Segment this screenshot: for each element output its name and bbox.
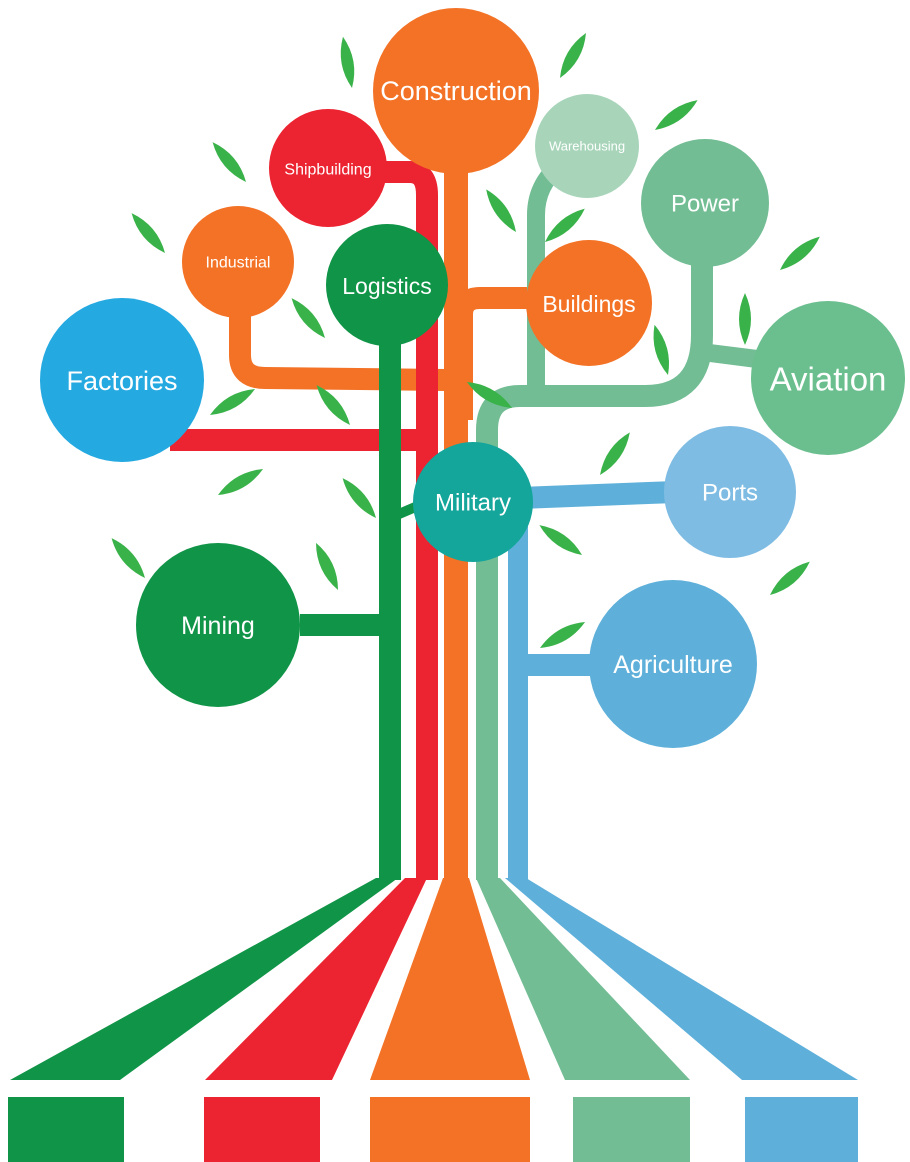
node-industrial-label: Industrial	[206, 255, 271, 272]
root-sage	[476, 878, 690, 1080]
leaf	[291, 298, 325, 338]
node-power-label: Power	[671, 191, 739, 218]
node-mining-circle	[136, 543, 300, 707]
legend-swatch-red	[204, 1097, 320, 1162]
node-shipbuilding-circle	[269, 109, 387, 227]
leaf	[316, 542, 338, 590]
root-dark-green	[10, 878, 398, 1080]
node-logistics[interactable]: Logistics	[326, 224, 448, 346]
branch-orange-industrial	[229, 290, 446, 391]
leaves	[111, 32, 820, 648]
leaf	[770, 561, 810, 595]
node-industrial-circle	[182, 206, 294, 318]
node-industrial[interactable]: Industrial	[182, 206, 294, 318]
leaf	[560, 32, 586, 78]
root-orange	[370, 878, 530, 1080]
node-ports-circle	[664, 426, 796, 558]
legend-swatch-sage	[573, 1097, 690, 1162]
node-construction-circle	[373, 8, 539, 174]
leaf	[340, 36, 355, 88]
leaf	[545, 208, 585, 242]
node-buildings[interactable]: Buildings	[526, 240, 652, 366]
leaf	[212, 142, 246, 182]
node-ports-label: Ports	[702, 480, 758, 507]
node-agriculture-label: Agriculture	[613, 651, 733, 679]
node-shipbuilding[interactable]: Shipbuilding	[269, 109, 387, 227]
node-military-label: Military	[435, 490, 511, 517]
root-blue	[505, 878, 858, 1080]
node-military-circle	[413, 442, 533, 562]
root-red	[205, 878, 427, 1080]
leaf	[111, 538, 145, 578]
leaf	[486, 189, 516, 232]
node-buildings-label: Buildings	[542, 291, 635, 317]
leaf	[539, 525, 582, 555]
node-factories-label: Factories	[66, 366, 177, 396]
legend-swatch-orange	[370, 1097, 530, 1162]
leaf	[131, 213, 165, 253]
node-aviation-circle	[751, 301, 905, 455]
leaf	[540, 622, 586, 648]
nodes: Construction Warehousing Shipbuilding Po…	[40, 8, 905, 748]
leaf	[655, 100, 698, 130]
node-aviation-label: Aviation	[770, 361, 887, 398]
branch-sage-power	[476, 255, 713, 880]
node-logistics-circle	[326, 224, 448, 346]
node-construction-label: Construction	[380, 76, 532, 106]
branch-red-shipbuilding	[382, 161, 438, 880]
node-warehousing[interactable]: Warehousing	[535, 94, 639, 198]
node-mining[interactable]: Mining	[136, 543, 300, 707]
leaf	[653, 324, 669, 375]
node-power-circle	[641, 139, 769, 267]
node-factories-circle	[40, 298, 204, 462]
node-military[interactable]: Military	[413, 442, 533, 562]
leaf	[218, 469, 264, 495]
leaf	[316, 385, 350, 425]
leaf	[466, 382, 512, 408]
node-agriculture[interactable]: Agriculture	[589, 580, 757, 748]
node-shipbuilding-label: Shipbuilding	[284, 162, 371, 179]
node-logistics-label: Logistics	[342, 273, 431, 299]
legend-swatch-blue	[745, 1097, 858, 1162]
node-factories[interactable]: Factories	[40, 298, 204, 462]
roots	[10, 878, 858, 1080]
node-construction[interactable]: Construction	[373, 8, 539, 174]
node-agriculture-circle	[589, 580, 757, 748]
leaf	[210, 389, 256, 415]
leaf	[780, 236, 820, 270]
legend-swatch-dark-green	[8, 1097, 124, 1162]
node-buildings-circle	[526, 240, 652, 366]
leaf	[739, 293, 751, 345]
legend	[8, 1097, 858, 1162]
node-warehousing-circle	[535, 94, 639, 198]
leaf	[600, 432, 630, 475]
node-mining-label: Mining	[181, 612, 255, 640]
leaf	[342, 478, 376, 518]
node-ports[interactable]: Ports	[664, 426, 796, 558]
branch-blue-ports	[519, 481, 676, 509]
branch-orange-buildings	[451, 287, 535, 420]
node-power[interactable]: Power	[641, 139, 769, 267]
node-aviation[interactable]: Aviation	[751, 301, 905, 455]
node-warehousing-label: Warehousing	[549, 139, 625, 154]
